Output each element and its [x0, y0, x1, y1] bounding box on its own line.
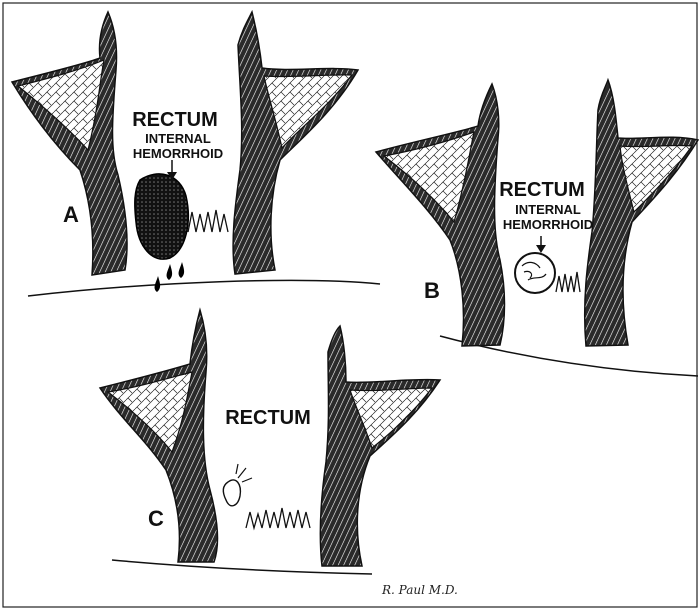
- panel-a-title: RECTUM: [132, 109, 218, 131]
- panel-b-letter: B: [424, 278, 440, 303]
- panel-b-subtitle-line2: HEMORRHOID: [503, 217, 593, 232]
- panel-a-subtitle-line1: INTERNAL: [145, 131, 211, 146]
- panel-c-title: RECTUM: [225, 407, 311, 429]
- artist-signature: R. Paul M.D.: [381, 583, 458, 597]
- panel-c-letter: C: [148, 506, 164, 531]
- panel-b-internal-hemorrhoid: [515, 253, 555, 293]
- panel-b-subtitle-line1: INTERNAL: [515, 202, 581, 217]
- panel-a-letter: A: [63, 202, 79, 227]
- panel-a-internal-hemorrhoid: [135, 174, 188, 259]
- panel-a-subtitle-line2: HEMORRHOID: [133, 146, 223, 161]
- panel-b-title: RECTUM: [499, 179, 585, 201]
